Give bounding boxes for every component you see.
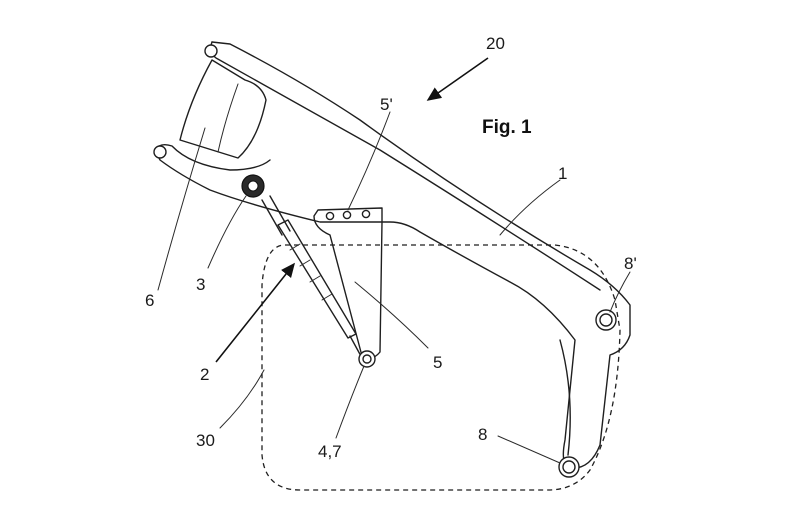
leader-6 <box>157 127 206 291</box>
label-3: 3 <box>196 275 205 294</box>
arrow-2 <box>215 262 295 363</box>
boom-inner-edge <box>559 339 571 456</box>
pivot-8-prime-inner <box>599 313 613 327</box>
bracket-plate <box>313 207 383 359</box>
leader-8-prime <box>609 271 631 313</box>
leader-3 <box>207 195 247 269</box>
bracket-hole-2 <box>342 210 352 220</box>
label-5: 5 <box>433 353 442 372</box>
leader-5 <box>354 281 429 349</box>
leader-1 <box>499 179 561 236</box>
arrow-20 <box>426 57 489 101</box>
leader-4-7 <box>335 365 365 439</box>
hydraulic-cylinder <box>261 195 363 359</box>
tool-plate-fold <box>217 83 239 153</box>
boom-top-pivot <box>204 44 218 58</box>
bracket-hole-3 <box>361 209 371 219</box>
cylinder-head-inner <box>247 180 259 192</box>
label-6: 6 <box>145 291 154 310</box>
boom-upper-edge <box>209 41 601 291</box>
label-30: 30 <box>196 431 215 450</box>
leader-8 <box>497 435 561 464</box>
pivot-4-7-inner <box>362 354 372 364</box>
label-8-prime: 8' <box>624 254 637 273</box>
label-2: 2 <box>200 365 209 384</box>
label-1: 1 <box>558 164 567 183</box>
pivot-8-inner <box>562 460 576 474</box>
figure-title: Fig. 1 <box>482 117 532 138</box>
housing-outline <box>261 244 621 491</box>
label-5-prime: 5' <box>380 95 393 114</box>
bracket-hole-1 <box>325 211 335 221</box>
boom-front-pivot <box>153 145 167 159</box>
tool-plate <box>179 59 267 159</box>
leader-5-prime <box>347 111 391 211</box>
label-4-7: 4,7 <box>318 442 342 461</box>
label-20: 20 <box>486 34 505 53</box>
leader-30 <box>219 369 265 429</box>
label-8: 8 <box>478 425 487 444</box>
